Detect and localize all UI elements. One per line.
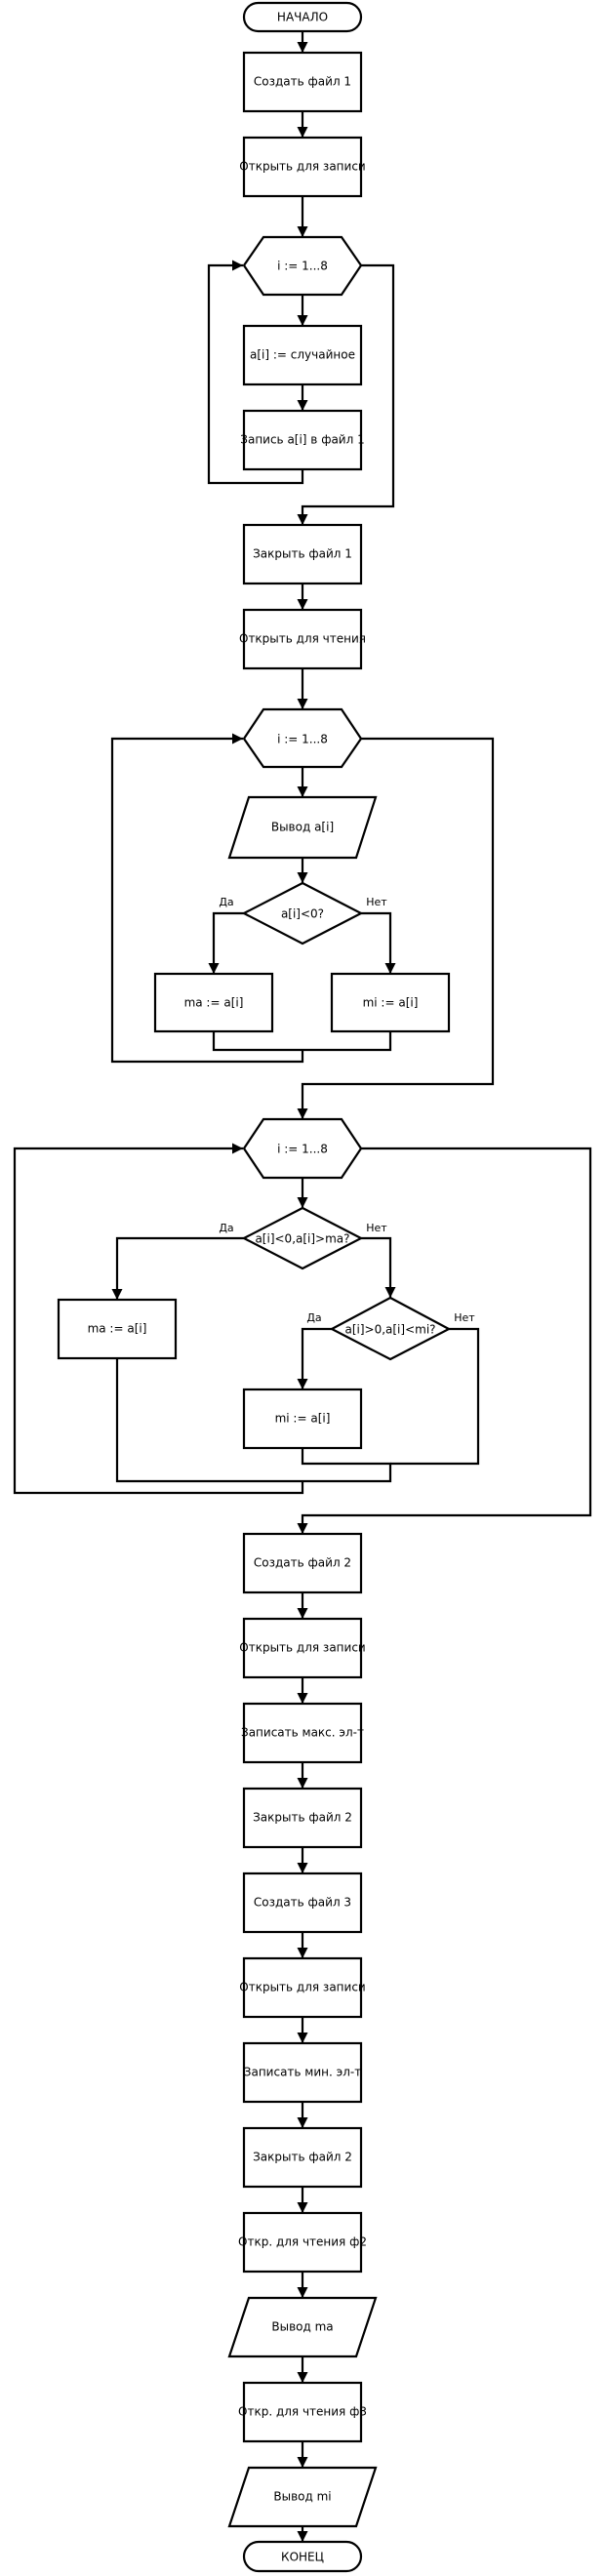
mi-assign1-process: mi := a[i] [330,972,451,1033]
edge-ma2-down [115,1358,302,1483]
cond-neg-decision: a[i]<0? [241,881,364,946]
edge-merge-left [212,1031,302,1052]
loop3-hexagon: i := 1...8 [242,1117,363,1180]
write-min-process: Записать мин. эл-т [242,2041,363,2104]
edge-mi2-down [301,1448,392,1483]
output-ai-io: Вывод a[i] [227,795,378,860]
edge-loop1-back [207,260,304,485]
assign-random-process: a[i] := случайное [242,324,363,386]
edge-loop1-exit [297,263,395,525]
output-ma-label: Вывод ma [271,2320,333,2334]
start-terminator: НАЧАЛО [242,1,363,33]
edge-loop3-exit [297,1147,592,1534]
cond-ma-yes-label: Да [219,1222,233,1234]
cond-mi-yes-label: Да [306,1311,321,1324]
ma-assign1-label: ma := a[i] [184,996,244,1010]
assign-random-label: a[i] := случайное [250,348,355,362]
create-file1-label: Создать файл 1 [254,75,351,89]
cond-neg-label: a[i]<0? [281,907,324,921]
close-file2b-label: Закрыть файл 2 [253,2151,352,2164]
edge-condmi-yes [297,1327,332,1389]
mi-assign2-label: mi := a[i] [275,1412,331,1426]
close-file1-process: Закрыть файл 1 [242,523,363,585]
open-read-f3-process: Откр. для чтения ф3 [238,2381,367,2443]
loop2-label: i := 1...8 [277,733,328,746]
ma-assign2-label: ma := a[i] [88,1322,147,1336]
output-mi-label: Вывод mi [273,2490,331,2504]
cond-mi-decision: a[i]>0,a[i]<mi? [329,1296,452,1361]
cond-mi-label: a[i]>0,a[i]<mi? [344,1323,435,1337]
open-read-f3-label: Откр. для чтения ф3 [238,2405,367,2419]
mi-assign2-process: mi := a[i] [242,1388,363,1450]
open-read-f2-process: Откр. для чтения ф2 [238,2211,367,2274]
start-label: НАЧАЛО [277,11,328,24]
edge-loop3-back [13,1143,304,1495]
output-mi-io: Вывод mi [227,2466,378,2528]
end-label: КОНЕЦ [281,2551,324,2564]
write-max-process: Записать макс. эл-т [241,1702,364,1764]
create-file1-process: Создать файл 1 [242,51,363,113]
edge-condmi-no [390,1327,480,1466]
open-read-label: Открыть для чтения [239,632,366,646]
open-write2-label: Открыть для записи [239,1641,365,1655]
edge-condma-yes [111,1236,244,1300]
cond-ma-decision: a[i]<0,a[i]>ma? [241,1206,364,1270]
create-file3-process: Создать файл 3 [242,1872,363,1934]
loop1-hexagon: i := 1...8 [242,235,363,297]
end-terminator: КОНЕЦ [242,2540,363,2573]
open-write3-process: Открыть для записи [239,1956,366,2019]
output-ma-io: Вывод ma [227,2296,378,2358]
mi-assign1-label: mi := a[i] [363,996,419,1010]
edge-merge-right [302,1031,392,1052]
loop3-label: i := 1...8 [277,1143,328,1156]
write-file1-label: Запись a[i] в файл 1 [240,433,364,447]
edge-loop2-exit [297,737,495,1119]
edge-cond-no [361,911,396,974]
write-max-label: Записать макс. эл-т [241,1726,364,1740]
open-write1-label: Открыть для записи [239,160,365,174]
cond-neg-yes-label: Да [219,896,233,908]
ma-assign2-process: ma := a[i] [57,1298,178,1360]
connectors [13,31,592,2542]
write-min-label: Записать мин. эл-т [244,2066,361,2079]
edge-condma-no [361,1236,396,1298]
open-write1-process: Открыть для записи [239,136,366,198]
open-write2-process: Открыть для записи [239,1617,366,1679]
write-file1-process: Запись a[i] в файл 1 [240,409,365,471]
create-file3-label: Создать файл 3 [254,1896,351,1910]
create-file2-process: Создать файл 2 [242,1532,363,1594]
loop2-hexagon: i := 1...8 [242,707,363,769]
close-file2a-label: Закрыть файл 2 [253,1811,352,1825]
close-file1-label: Закрыть файл 1 [253,547,352,561]
close-file2b-process: Закрыть файл 2 [242,2126,363,2189]
create-file2-label: Создать файл 2 [254,1556,351,1570]
edge-loop2-back [110,733,304,1064]
edge-cond-yes [208,911,244,974]
open-write3-label: Открыть для записи [239,1981,365,1994]
cond-ma-label: a[i]<0,a[i]>ma? [255,1232,349,1246]
cond-mi-no-label: Нет [454,1311,475,1324]
output-ai-label: Вывод a[i] [271,821,334,834]
open-read-f2-label: Откр. для чтения ф2 [238,2235,367,2249]
close-file2a-process: Закрыть файл 2 [242,1787,363,1849]
loop1-label: i := 1...8 [277,260,328,273]
ma-assign1-process: ma := a[i] [153,972,274,1033]
cond-neg-no-label: Нет [366,896,387,908]
open-read-process: Открыть для чтения [239,608,366,670]
cond-ma-no-label: Нет [366,1222,387,1234]
